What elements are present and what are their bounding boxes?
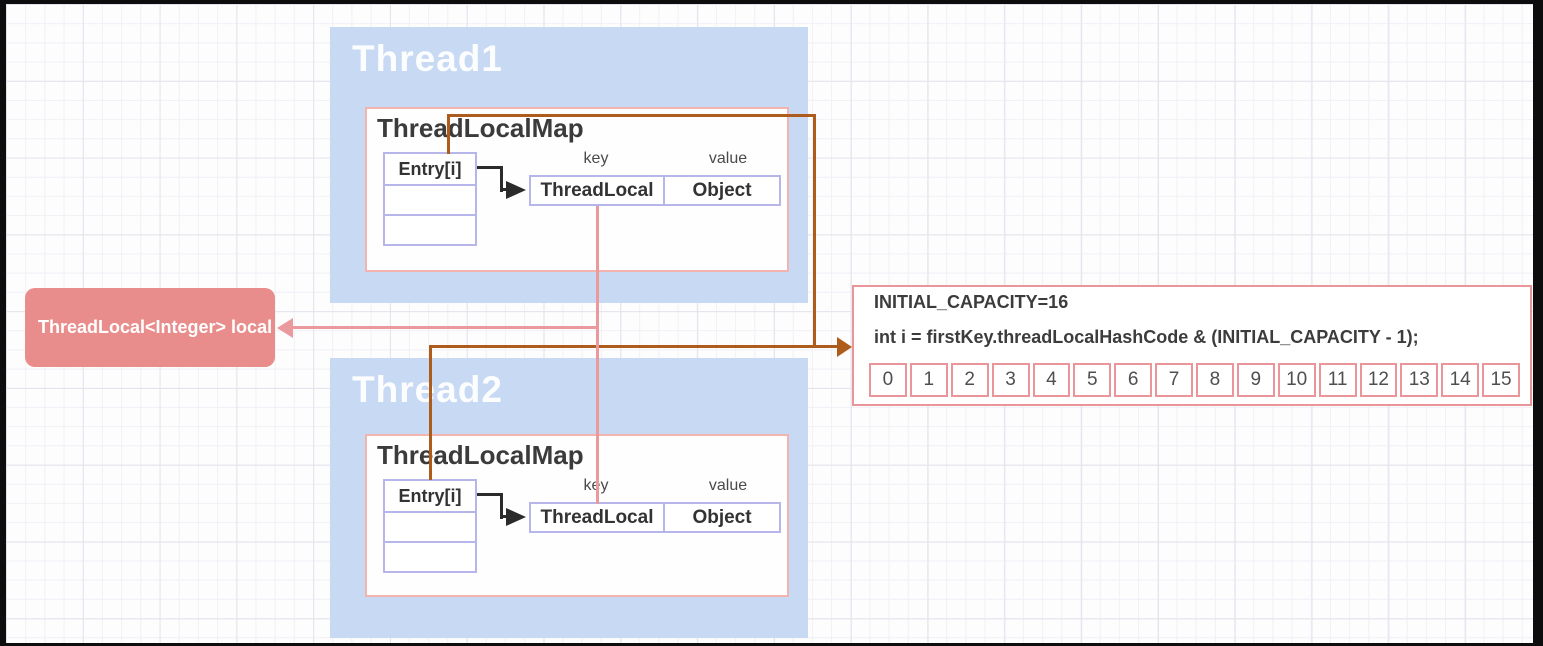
thread2-entry-array-table: Entry[i] [383, 479, 477, 573]
thread2-value-label: value [708, 477, 748, 494]
index-cell: 8 [1196, 363, 1234, 397]
thread2-entry-empty-cell [385, 511, 475, 541]
arrow-segment [447, 114, 816, 117]
index-cell: 3 [991, 363, 1030, 397]
arrow-segment [596, 206, 599, 504]
index-cell: 12 [1359, 363, 1398, 397]
thread2-key-value-table: ThreadLocal Object [529, 502, 781, 533]
arrowhead-right-icon [506, 508, 526, 526]
thread1-value-label: value [708, 150, 748, 167]
arrow-segment [429, 345, 839, 348]
index-cell: 7 [1155, 363, 1193, 397]
arrow-segment [477, 493, 503, 496]
index-cell: 11 [1318, 363, 1357, 397]
thread1-title: Thread1 [352, 38, 503, 79]
arrow-segment [813, 114, 816, 348]
arrowhead-left-icon [277, 318, 293, 338]
index-cell: 5 [1073, 363, 1112, 397]
arrow-segment [500, 493, 503, 519]
index-cell: 15 [1482, 363, 1520, 397]
index-cell: 4 [1032, 363, 1071, 397]
thread1-entry-empty-cell [385, 214, 475, 244]
thread1-entry-empty-cell [385, 184, 475, 214]
thread2-threadlocalmap-title: ThreadLocalMap [377, 440, 584, 470]
thread2-entry-empty-cell [385, 541, 475, 571]
hash-index-formula-text: int i = firstKey.threadLocalHashCode & (… [874, 327, 1419, 347]
thread1-object-cell: Object [692, 180, 752, 201]
thread2-entry-cell: Entry[i] [398, 486, 462, 506]
index-cell: 6 [1114, 363, 1153, 397]
index-cell: 9 [1236, 363, 1275, 397]
arrow-segment [500, 188, 508, 191]
thread1-key-value-table: ThreadLocal Object [529, 175, 781, 206]
arrowhead-right-icon [506, 181, 526, 199]
index-cell: 1 [909, 363, 948, 397]
thread1-entry-cell: Entry[i] [398, 159, 462, 179]
thread2-object-cell: Object [692, 507, 752, 528]
arrowhead-right-icon [837, 337, 852, 357]
arrow-segment [429, 345, 432, 480]
thread1-entry-array-table: Entry[i] [383, 152, 477, 246]
initial-capacity-text: INITIAL_CAPACITY=16 [874, 292, 1069, 312]
thread2-threadlocal-cell: ThreadLocal [531, 504, 665, 531]
thread1-key-label: key [583, 150, 609, 167]
threadlocal-variable-label: ThreadLocal<Integer> local [38, 317, 273, 337]
arrow-segment [292, 326, 599, 329]
index-cell: 13 [1400, 363, 1439, 397]
index-cell: 14 [1441, 363, 1480, 397]
arrow-segment [500, 515, 508, 518]
index-cell: 10 [1277, 363, 1316, 397]
index-cell: 0 [869, 363, 907, 397]
arrow-segment [477, 166, 503, 169]
thread1-threadlocalmap-title: ThreadLocalMap [377, 113, 584, 143]
threadlocal-variable-box [25, 288, 275, 367]
index-cell: 2 [950, 363, 989, 397]
thread2-title: Thread2 [352, 369, 503, 410]
arrow-segment [447, 116, 450, 154]
arrow-segment [500, 166, 503, 192]
thread1-threadlocal-cell: ThreadLocal [531, 177, 665, 204]
